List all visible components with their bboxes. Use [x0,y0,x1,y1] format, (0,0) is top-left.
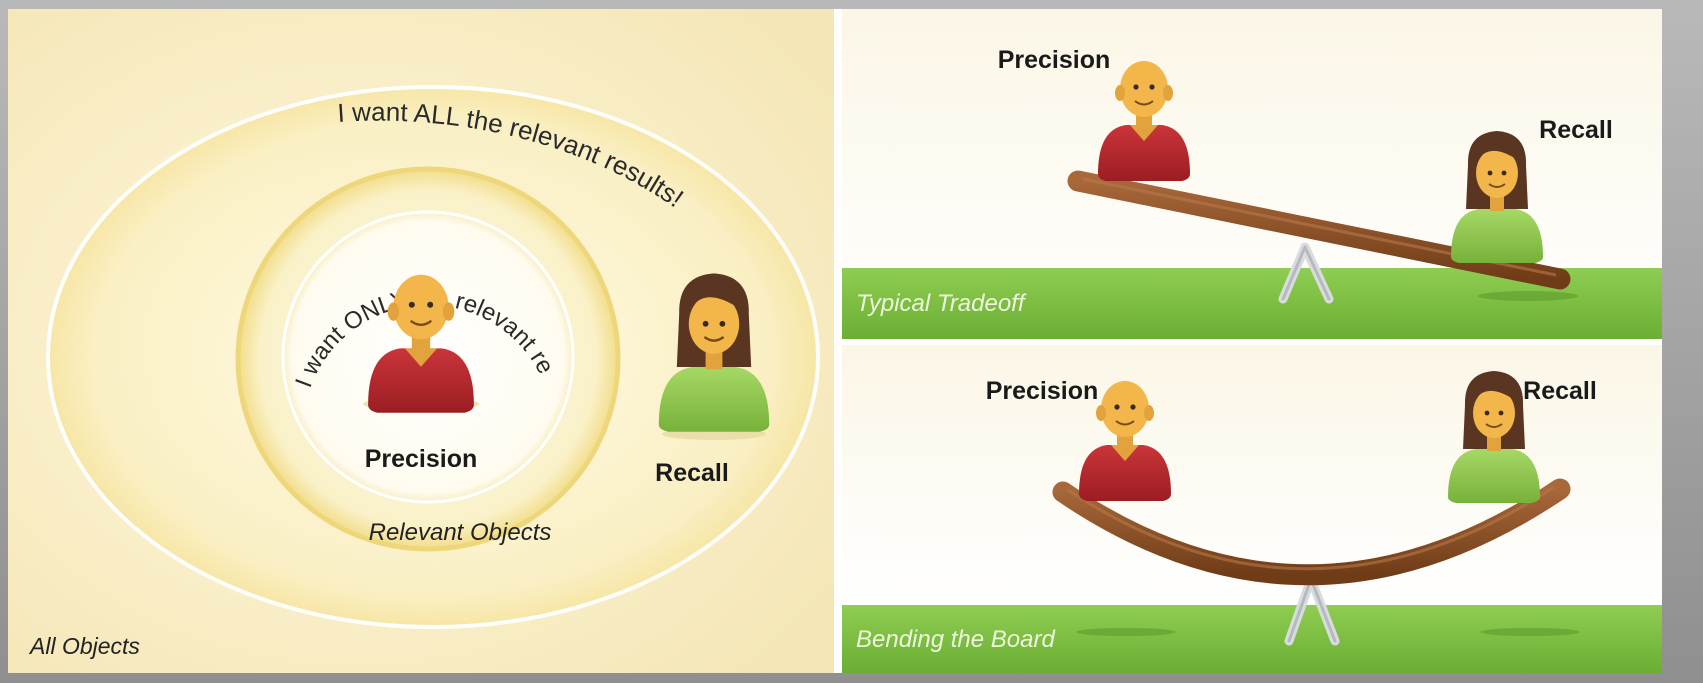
precision-recall-illustration: I want ALL the relevant results! I want … [8,9,1662,673]
top-recall-label: Recall [1539,116,1613,144]
top-precision-label: Precision [998,46,1111,74]
seesaw-typical-tradeoff: Precision Recall Typical Tradeoff [842,9,1662,340]
grass-strip [842,605,1662,673]
bent-seesaw-board [1052,478,1571,586]
all-objects-label: All Objects [28,633,140,659]
bottom-precision-label: Precision [986,377,1099,405]
illustration: I want ALL the relevant results! I want … [8,9,1662,673]
bending-board-caption: Bending the Board [856,626,1055,653]
typical-tradeoff-caption: Typical Tradeoff [856,290,1027,317]
venn-precision-label: Precision [365,445,478,473]
panel-divider [834,9,842,673]
seesaw-bending-the-board: Precision Recall Bending the Board [842,345,1662,673]
relevant-objects-label: Relevant Objects [369,519,552,546]
venn-panel: I want ALL the relevant results! I want … [8,9,840,673]
venn-recall-label: Recall [655,459,729,487]
bottom-recall-label: Recall [1523,377,1597,405]
